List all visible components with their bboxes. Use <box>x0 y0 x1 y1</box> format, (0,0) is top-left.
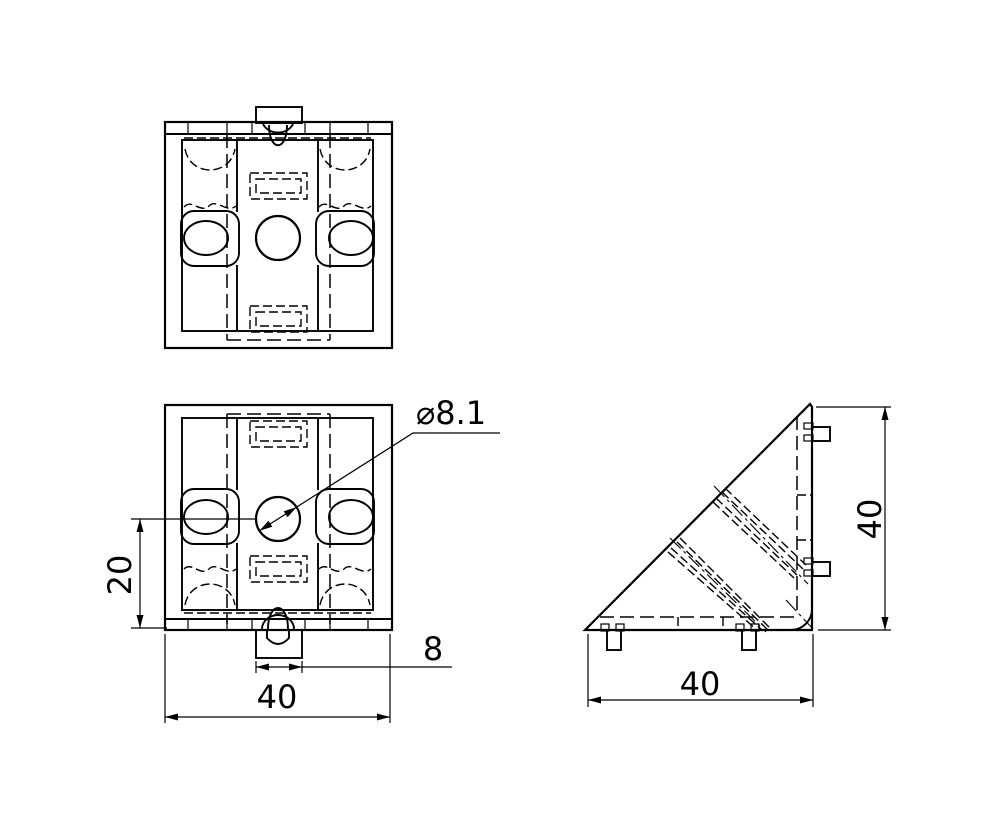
dim-side-width-label: 40 <box>680 665 721 703</box>
top-view-inner-plate <box>181 139 374 332</box>
top-view-bolt-dome <box>262 123 294 134</box>
front-view-band-ticks <box>187 619 369 630</box>
top-view-tab <box>255 106 303 124</box>
top-view-hidden-channel <box>184 134 371 341</box>
front-view-right-slot-hole <box>328 499 374 535</box>
front-view-outline <box>163 403 394 632</box>
front-view-bolt-dome <box>261 614 295 630</box>
side-view-right-tabs <box>803 422 831 577</box>
side-view-hidden-lines <box>600 416 812 630</box>
dimension-hole-diameter: ⌀8.1 <box>259 394 500 532</box>
top-view-right-slot-hole <box>328 220 374 256</box>
top-view-slots <box>249 172 308 333</box>
front-view-screw-channels <box>180 418 375 610</box>
top-view-band-ticks <box>187 123 369 134</box>
dimension-front-width: 40 <box>164 634 391 723</box>
dim-side-height-label: 40 <box>851 499 889 540</box>
dimension-side-height: 40 <box>816 406 891 631</box>
side-view-screw-bores <box>667 485 814 633</box>
dim-front-width-label: 40 <box>257 678 298 716</box>
side-view-corner-fillet <box>790 608 813 631</box>
front-view-slots <box>249 420 308 583</box>
front-view-left-slot-hole <box>183 499 229 535</box>
side-view-bottom-tabs <box>600 623 760 651</box>
dim-tab-width-label: 8 <box>423 630 443 668</box>
dim-hole-diameter-label: ⌀8.1 <box>416 394 486 432</box>
dimension-side-width: 40 <box>587 634 814 707</box>
top-view-left-slot-hole <box>183 220 229 256</box>
top-view-outline <box>163 120 394 350</box>
side-view-outline <box>582 402 814 632</box>
dimension-center-height: 20 <box>101 518 256 629</box>
top-view-screw-channels <box>180 140 375 331</box>
side-view: 40 40 <box>582 402 891 707</box>
dim-center-height-label: 20 <box>101 555 139 596</box>
front-view: ⌀8.1 20 8 40 <box>101 394 500 723</box>
front-view-tab <box>255 629 303 659</box>
top-view-center-hole <box>254 214 302 262</box>
dimension-tab-width: 8 <box>255 630 452 673</box>
top-view <box>163 106 394 350</box>
